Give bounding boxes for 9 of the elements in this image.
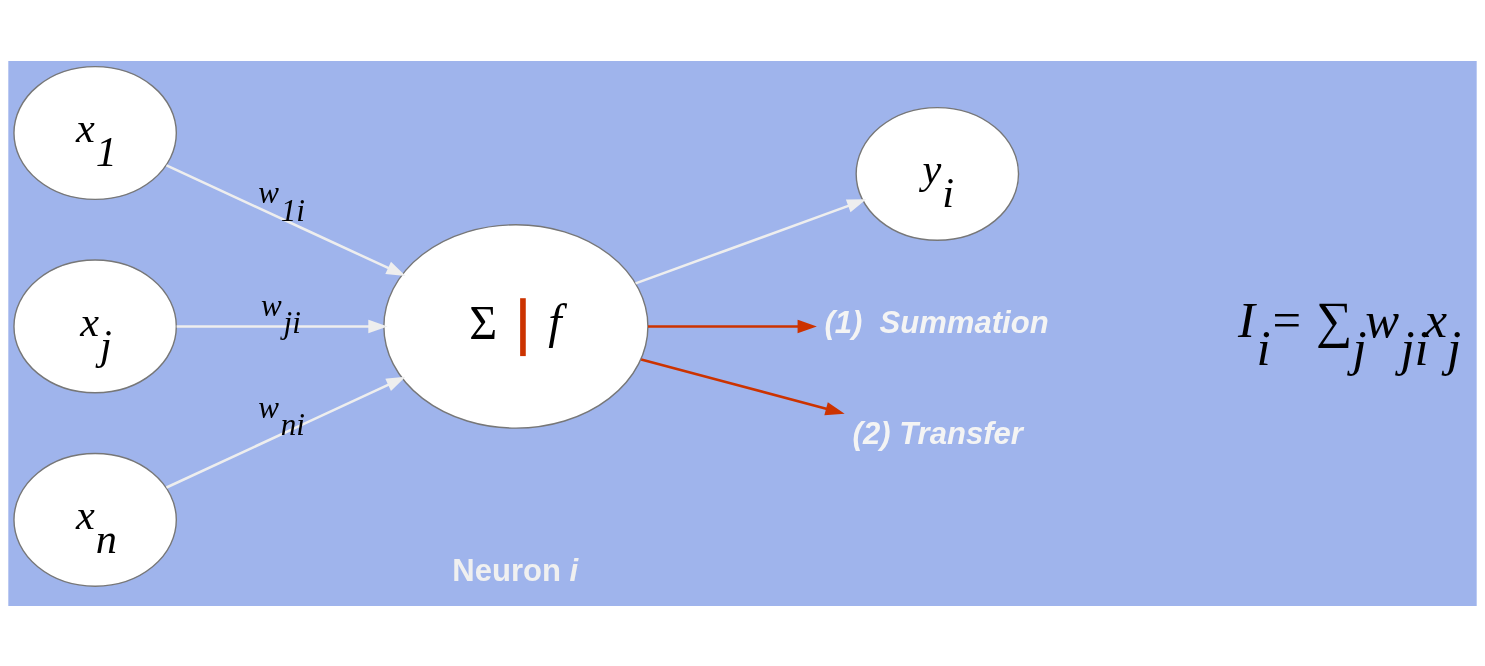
- arrow: [176, 319, 388, 333]
- node-text: (1) Summation: [824, 304, 1049, 340]
- arrow: [648, 319, 817, 333]
- arrow: [165, 376, 406, 489]
- arrow: [635, 198, 867, 285]
- arrow: [165, 163, 406, 276]
- node-text: (2) Transfer: [852, 415, 1023, 451]
- arrow: [640, 357, 845, 415]
- label: Neuron i: [452, 552, 579, 588]
